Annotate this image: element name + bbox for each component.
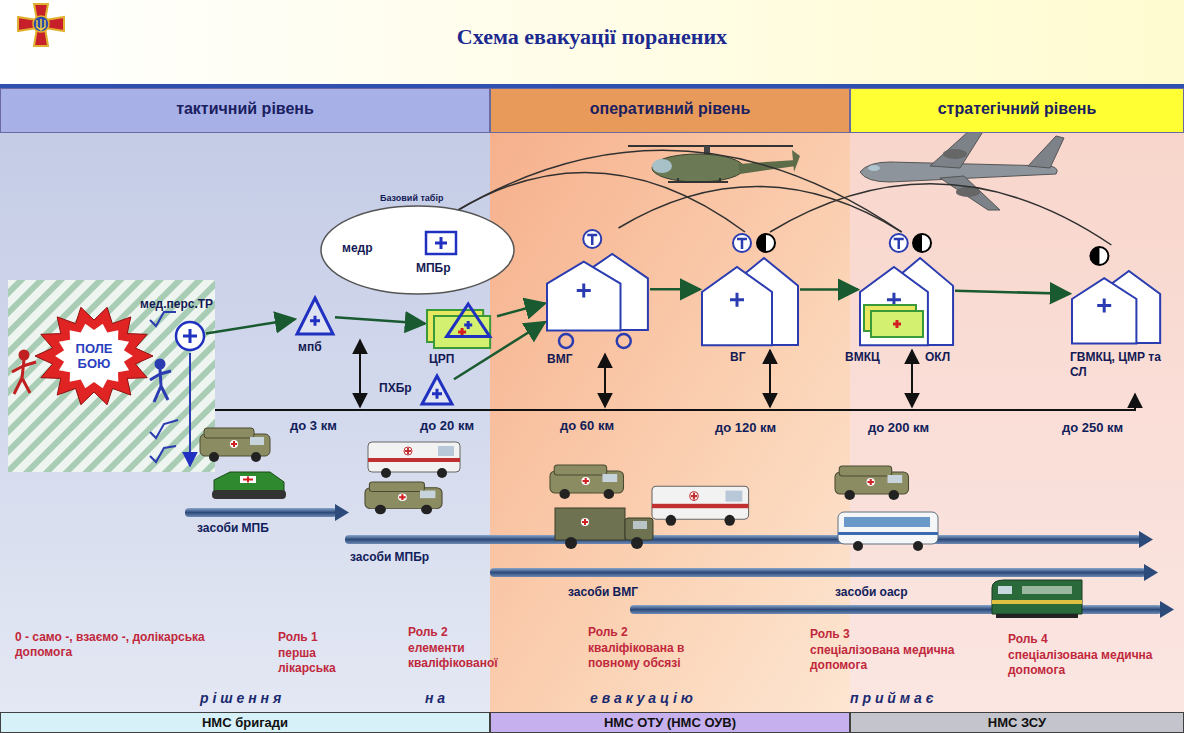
- role-note: елементи кваліфікованої: [408, 641, 518, 671]
- circ-shape: [174, 320, 206, 352]
- decision-caption: е в а к у а ц і ю: [590, 690, 693, 706]
- military-hospital: ВГ: [700, 232, 800, 347]
- node-label: МПБр: [416, 261, 451, 276]
- evacuation-arrow: [650, 288, 700, 291]
- evacuation-arrow: [955, 291, 1070, 294]
- role-note: перша лікарська: [278, 646, 350, 676]
- diagram-title: Схема евакуації поранених: [0, 24, 1184, 50]
- node-label: мед.перс.ТР: [140, 297, 213, 312]
- authority-bar: НМС бригади: [0, 712, 490, 733]
- tentH-shape: [1070, 245, 1162, 345]
- distance-label: до 60 км: [560, 418, 614, 433]
- node-label: НМС ОТУ (НМС ОУВ): [491, 715, 849, 730]
- battalion-point-triangle: мпб: [295, 296, 335, 336]
- mobile-hospital: ВМГ: [545, 228, 650, 350]
- role-note: спеціалізована медична допомога: [810, 643, 975, 673]
- node-label: ОКЛ: [925, 350, 950, 365]
- node-label: ВМКЦ: [845, 350, 880, 365]
- evacuation-arrow: [335, 317, 425, 323]
- role-note: кваліфікована в повному обсязі: [588, 641, 738, 671]
- authority-bar: НМС ЗСУ: [850, 712, 1184, 733]
- node-label: тактичний рівень: [1, 101, 489, 116]
- distance-label: до 120 км: [715, 420, 776, 435]
- node-label: оперативний рівень: [491, 101, 849, 116]
- evacuation-means-bars: [185, 504, 1174, 618]
- tentTH-shape: [700, 232, 800, 347]
- casualty-point: ЦРП: [425, 302, 497, 350]
- tri-shape: [295, 296, 335, 336]
- train-figure: [992, 580, 1082, 618]
- decision-caption: р і ш е н н я: [200, 690, 281, 706]
- blue-soldier: [150, 360, 171, 402]
- red-soldier: [12, 351, 36, 394]
- evacuation-arrow: [206, 319, 295, 333]
- node-label: мпб: [298, 340, 322, 355]
- node-label: стратегічний рівень: [851, 101, 1183, 116]
- node-label: Базовий табір: [380, 191, 443, 206]
- role-note: Роль 2: [588, 625, 628, 640]
- means-label: засоби МПБр: [350, 550, 429, 564]
- level-band: стратегічний рівень: [850, 88, 1184, 133]
- means-label: засоби оаср: [835, 585, 908, 599]
- evacuation-arrow: [497, 303, 545, 316]
- means-label: засоби МПБ: [197, 521, 269, 535]
- distance-label: до 200 км: [868, 420, 929, 435]
- distance-label: до 250 км: [1062, 420, 1123, 435]
- distance-axis: [215, 340, 1135, 410]
- means-label: засоби ВМГ: [568, 585, 638, 599]
- role-note: Роль 3: [810, 627, 850, 642]
- tentW-shape: [545, 228, 650, 350]
- role-note: 0 - само -, взаємо -, долікарська допомо…: [15, 630, 215, 660]
- crp-shape: [425, 302, 497, 350]
- distance-label: до 3 км: [290, 418, 337, 433]
- decision-caption: п р и й м а є: [850, 690, 934, 706]
- base-camp-ellipse: Базовий табірмедрМПБр: [320, 205, 515, 295]
- main-clinical-centre: ГВМКЦ, ЦМР та СЛ: [1070, 245, 1162, 345]
- distance-label: до 20 км: [420, 418, 474, 433]
- node-label: ГВМКЦ, ЦМР та СЛ: [1070, 350, 1170, 380]
- air-evacuation-arc: [457, 150, 902, 232]
- brigade-medical-box: МПБр: [425, 231, 457, 255]
- node-label: ВМГ: [547, 352, 572, 367]
- role-note: Роль 2: [408, 625, 448, 640]
- node-label: НМС ЗСУ: [851, 715, 1183, 730]
- medic-circle: мед.перс.ТР: [174, 320, 206, 352]
- node-label: НМС бригади: [1, 715, 489, 730]
- role-note: спеціалізована медична допомога: [1008, 648, 1173, 678]
- tentTHG-shape: [858, 232, 955, 347]
- box-shape: [425, 231, 457, 255]
- chem-protection-triangle: ПХБр: [420, 374, 454, 406]
- role-note: Роль 1: [278, 630, 318, 645]
- clinical-centre: ВМКЦОКЛ: [858, 232, 955, 347]
- node-label: ЦРП: [429, 352, 454, 367]
- decision-caption: н а: [425, 690, 445, 706]
- level-band: оперативний рівень: [490, 88, 850, 133]
- node-label: ПХБр: [379, 381, 412, 396]
- helicopter-figure: [628, 146, 800, 183]
- role-note: Роль 4: [1008, 632, 1048, 647]
- battlefield-burst: ПОЛЕ БОЮ: [35, 306, 153, 406]
- node-label: ПОЛЕ БОЮ: [64, 341, 124, 371]
- evacuation-arrow: [800, 288, 858, 291]
- tri-shape: [420, 374, 454, 406]
- airplane-figure: [860, 130, 1064, 210]
- node-label: медр: [342, 241, 373, 256]
- authority-bar: НМС ОТУ (НМС ОУВ): [490, 712, 850, 733]
- level-band: тактичний рівень: [0, 88, 490, 133]
- air-evacuation-arc: [770, 184, 1111, 245]
- air-evacuation-arc: [457, 172, 746, 232]
- node-label: ВГ: [730, 350, 745, 365]
- emblem: [18, 4, 64, 46]
